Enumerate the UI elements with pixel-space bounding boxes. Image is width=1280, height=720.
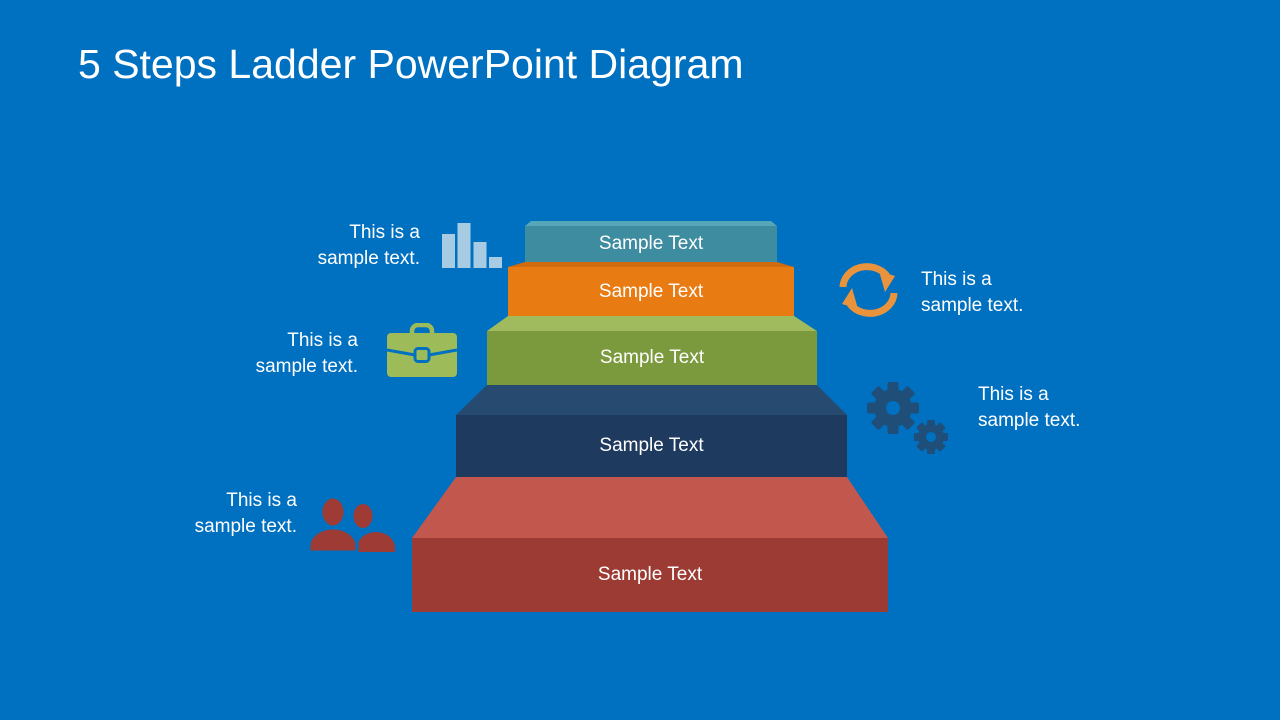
step-5-front-face — [412, 538, 888, 612]
step-3-front-face — [487, 331, 817, 385]
cycle-arrows-icon — [839, 263, 898, 317]
annotation-text-cycle: This is a sample text. — [921, 269, 1024, 316]
step-2-front-face — [508, 267, 794, 316]
step-4-front-face — [456, 415, 847, 477]
step-5-label: Sample Text — [597, 564, 703, 585]
bar-chart-icon — [442, 223, 502, 268]
step-4-label: Sample Text — [599, 435, 704, 456]
slide-title: 5 Steps Ladder PowerPoint Diagram — [78, 41, 744, 87]
annotation-text-briefcase: This is a sample text. — [255, 330, 358, 377]
step-1-front-face — [525, 226, 777, 262]
step-2-top-face — [508, 262, 794, 267]
step-4-top-face — [456, 385, 847, 415]
step-1-top-face — [525, 221, 777, 226]
large-gear — [867, 382, 919, 434]
gears-icon — [867, 382, 948, 454]
briefcase-icon — [387, 323, 457, 377]
step-1-label: Sample Text — [598, 233, 704, 254]
annotation-text-bar-chart: This is a sample text. — [317, 222, 420, 269]
step-5-top-face — [412, 477, 888, 538]
step-3-label: Sample Text — [599, 347, 705, 368]
annotation-text-people: This is a sample text. — [194, 490, 297, 537]
people-icon — [307, 496, 395, 552]
annotation-text-gears: This is a sample text. — [978, 384, 1081, 431]
step-2-label: Sample Text — [598, 281, 704, 302]
small-gear — [914, 420, 948, 454]
step-3-top-face — [487, 316, 817, 331]
